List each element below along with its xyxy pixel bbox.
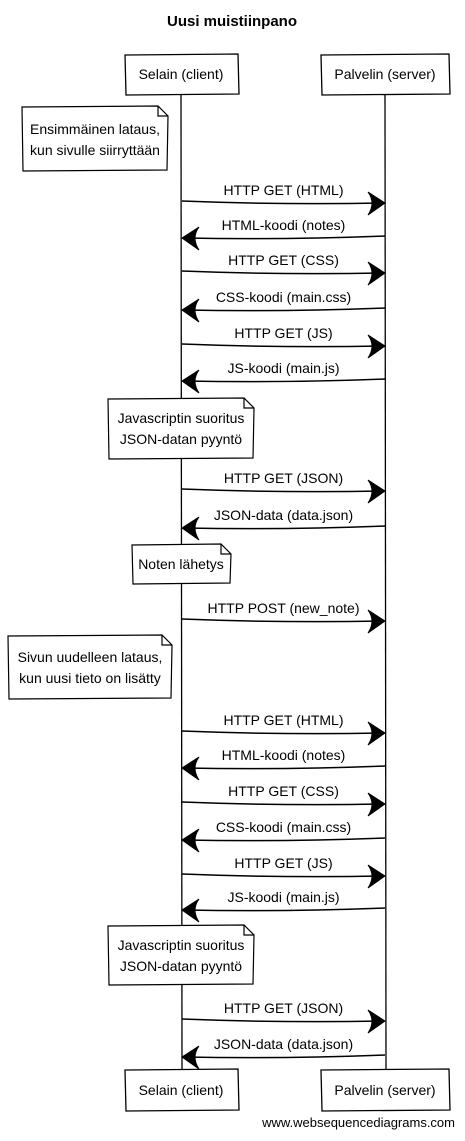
arrowhead-icon <box>181 516 200 541</box>
message-arrow: HTTP GET (JSON) <box>181 470 386 504</box>
arrowhead-icon <box>367 334 386 359</box>
message-label: HTTP GET (JS) <box>234 325 332 341</box>
arrowhead-icon <box>181 828 200 853</box>
message-line <box>183 907 386 912</box>
note-initial-load: Ensimmäinen lataus, kun sivulle siirrytt… <box>21 105 169 172</box>
note-js-exec-2: Javascriptin suoritus JSON-datan pyyntö <box>107 924 255 986</box>
message-arrow: HTML-koodi (notes) <box>181 217 386 251</box>
participant-label: Selain (client) <box>139 1082 224 1098</box>
message-line <box>181 343 384 348</box>
arrowhead-icon <box>367 261 386 286</box>
note-js-exec-1: Javascriptin suoritus JSON-datan pyyntö <box>107 397 255 460</box>
message-arrow: HTTP GET (CSS) <box>181 252 386 286</box>
message-label: HTTP GET (JSON) <box>224 470 343 486</box>
message-arrow: CSS-koodi (main.css) <box>181 289 386 323</box>
message-arrow: HTML-koodi (notes) <box>181 747 386 781</box>
note-line: Javascriptin suoritus <box>118 937 245 953</box>
message-arrow: HTTP GET (CSS) <box>181 783 386 817</box>
message-label: HTTP POST (new_note) <box>208 600 360 616</box>
arrowhead-icon <box>181 1045 200 1070</box>
arrowhead-icon <box>181 898 200 923</box>
participant-server-bottom: Palvelin (server) <box>320 1068 451 1112</box>
arrowhead-icon <box>181 756 200 781</box>
message-label: HTTP GET (HTML) <box>223 712 343 728</box>
message-label: JS-koodi (main.js) <box>227 360 339 376</box>
note-send: Noten lähetys <box>131 543 232 585</box>
arrowhead-icon <box>181 226 200 251</box>
message-line <box>181 730 384 735</box>
message-arrow: HTTP GET (JSON) <box>181 1000 386 1034</box>
arrowhead-icon <box>367 721 386 746</box>
message-label: HTML-koodi (notes) <box>222 217 346 233</box>
arrowhead-icon <box>367 1009 386 1034</box>
message-label: HTTP GET (JS) <box>234 855 332 871</box>
participant-label: Selain (client) <box>139 66 224 82</box>
message-label: HTTP GET (HTML) <box>223 182 343 198</box>
message-arrow: JS-koodi (main.js) <box>181 889 386 923</box>
message-label: HTTP GET (CSS) <box>228 252 339 268</box>
diagram-title: Uusi muistiinpano <box>167 13 297 30</box>
lifeline-client <box>180 94 183 1070</box>
message-arrow: JSON-data (data.json) <box>181 507 386 541</box>
message-line <box>181 200 384 205</box>
message-arrow: HTTP GET (JS) <box>181 325 386 359</box>
message-arrow: HTTP GET (HTML) <box>181 182 386 216</box>
message-line <box>183 307 386 312</box>
participant-client-bottom: Selain (client) <box>124 1068 240 1112</box>
arrowhead-icon <box>181 298 200 323</box>
note-line: JSON-datan pyyntö <box>120 958 242 974</box>
message-line <box>181 618 384 623</box>
message-line <box>181 873 384 878</box>
watermark: www.websequencediagrams.com <box>261 1115 455 1130</box>
message-arrow: HTTP POST (new_note) <box>181 600 386 634</box>
message-line <box>181 270 384 275</box>
message-line <box>181 1018 384 1023</box>
message-line <box>181 488 384 493</box>
arrowhead-icon <box>181 369 200 394</box>
arrowhead-icon <box>367 609 386 634</box>
message-line <box>183 235 386 240</box>
arrowhead-icon <box>367 191 386 216</box>
message-label: HTML-koodi (notes) <box>222 747 346 763</box>
note-line: Ensimmäinen lataus, <box>30 121 160 137</box>
participant-label: Palvelin (server) <box>334 1082 435 1098</box>
note-reload: Sivun uudelleen lataus, kun uusi tieto o… <box>7 634 173 700</box>
message-label: JSON-data (data.json) <box>214 1036 353 1052</box>
lifeline-server <box>384 94 387 1070</box>
arrowhead-icon <box>367 792 386 817</box>
message-arrow: JSON-data (data.json) <box>181 1036 386 1070</box>
message-arrow: HTTP GET (HTML) <box>181 712 386 746</box>
messages-layer: HTTP GET (HTML) HTML-koodi (notes) HTTP GE… <box>181 182 386 1070</box>
message-arrow: HTTP GET (JS) <box>181 855 386 889</box>
message-label: JSON-data (data.json) <box>214 507 353 523</box>
note-line: kun sivulle siirryttään <box>30 142 160 158</box>
arrowhead-icon <box>367 479 386 504</box>
participant-label: Palvelin (server) <box>334 66 435 82</box>
message-label: CSS-koodi (main.css) <box>216 289 351 305</box>
message-label: HTTP GET (JSON) <box>224 1000 343 1016</box>
note-line: JSON-datan pyyntö <box>120 431 242 447</box>
note-line: Noten lähetys <box>138 556 224 572</box>
message-line <box>183 1054 386 1059</box>
participant-client-top: Selain (client) <box>124 53 240 96</box>
note-line: kun uusi tieto on lisätty <box>19 670 161 686</box>
message-line <box>183 525 386 530</box>
participant-server-top: Palvelin (server) <box>320 53 451 96</box>
message-line <box>183 765 386 770</box>
message-arrow: JS-koodi (main.js) <box>181 360 386 394</box>
arrowhead-icon <box>367 864 386 889</box>
message-label: CSS-koodi (main.css) <box>216 819 351 835</box>
message-label: JS-koodi (main.js) <box>227 889 339 905</box>
message-line <box>183 837 386 842</box>
message-arrow: CSS-koodi (main.css) <box>181 819 386 853</box>
message-line <box>183 378 386 383</box>
message-line <box>181 801 384 806</box>
message-label: HTTP GET (CSS) <box>228 783 339 799</box>
note-line: Javascriptin suoritus <box>118 410 245 426</box>
note-line: Sivun uudelleen lataus, <box>18 649 163 665</box>
